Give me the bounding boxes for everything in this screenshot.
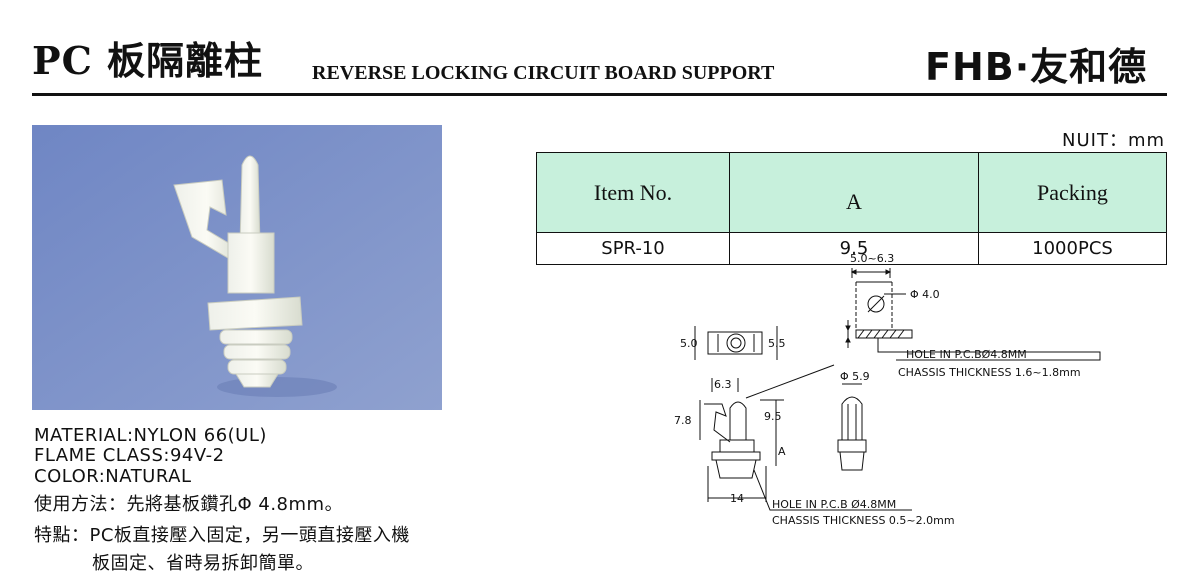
feature-line-1: 特點：PC板直接壓入固定，另一頭直接壓入機 <box>34 525 410 546</box>
dim-14: 14 <box>730 492 744 505</box>
unit-note: NUIT：mm <box>1062 130 1166 151</box>
spec-table: Item No. A Packing SPR-10 9.5 1000PCS <box>536 152 1167 265</box>
cell-a: 9.5 <box>729 232 979 265</box>
color-spec: COLOR:NATURAL <box>34 466 192 487</box>
flame-class-spec: FLAME CLASS:94V-2 <box>34 445 225 466</box>
dim-6-3: 6.3 <box>714 378 732 391</box>
feature-line-2: 板固定、省時易拆卸簡單。 <box>92 553 314 574</box>
dim-a: A <box>778 445 786 458</box>
technical-drawing: 5.0~6.3 Φ 4.0 5.0 5.5 HOLE IN P.C.BØ4.8M… <box>674 252 1101 527</box>
column-header-item-no: Item No. <box>536 152 730 233</box>
dim-5-0: 5.0 <box>680 337 698 350</box>
header-divider <box>32 93 1167 96</box>
hole-note-top: HOLE IN P.C.BØ4.8MM <box>906 348 1027 361</box>
brand-logo: FHB·友和德 <box>925 45 1148 89</box>
dim-7-8: 7.8 <box>674 414 692 427</box>
dim-phi-5-9: Φ 5.9 <box>840 370 870 383</box>
cell-packing: 1000PCS <box>978 232 1167 265</box>
usage-instructions: 使用方法：先將基板鑽孔Φ 4.8mm。 <box>34 494 344 515</box>
column-header-a: A <box>729 152 979 233</box>
page-title-english: REVERSE LOCKING CIRCUIT BOARD SUPPORT <box>312 62 775 84</box>
dim-phi-4: Φ 4.0 <box>910 288 940 301</box>
table-row: SPR-10 9.5 1000PCS <box>536 232 1167 265</box>
product-photo <box>32 125 442 410</box>
column-header-packing: Packing <box>978 152 1167 233</box>
material-spec: MATERIAL:NYLON 66(UL) <box>34 425 267 446</box>
dim-9-5: 9.5 <box>764 410 782 423</box>
dim-5-5: 5.5 <box>768 337 786 350</box>
cell-item-no: SPR-10 <box>536 232 730 265</box>
table-header-row: Item No. A Packing <box>536 152 1167 233</box>
hole-note-bottom: HOLE IN P.C.B Ø4.8MM <box>772 498 896 511</box>
dim-5-6-3: 5.0~6.3 <box>850 252 894 265</box>
chassis-note-top: CHASSIS THICKNESS 1.6~1.8mm <box>898 366 1081 379</box>
chassis-note-bottom: CHASSIS THICKNESS 0.5~2.0mm <box>772 514 955 527</box>
page-title-chinese: PC 板隔離柱 <box>32 38 264 83</box>
